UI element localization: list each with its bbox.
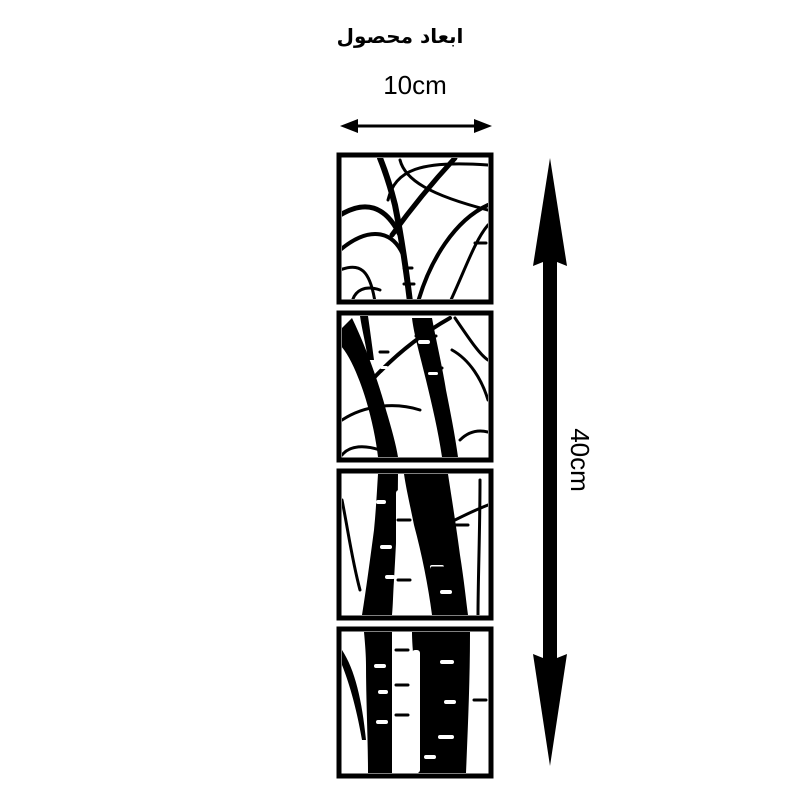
panel-4 [336,626,494,779]
width-arrow [340,119,492,133]
product-dimensions-title: ابعاد محصول [336,24,464,48]
width-dimension-label: 10cm [383,70,447,100]
panel-1 [336,152,494,305]
panel-2 [336,310,494,463]
height-arrow [533,158,567,766]
panel-3 [336,468,494,621]
